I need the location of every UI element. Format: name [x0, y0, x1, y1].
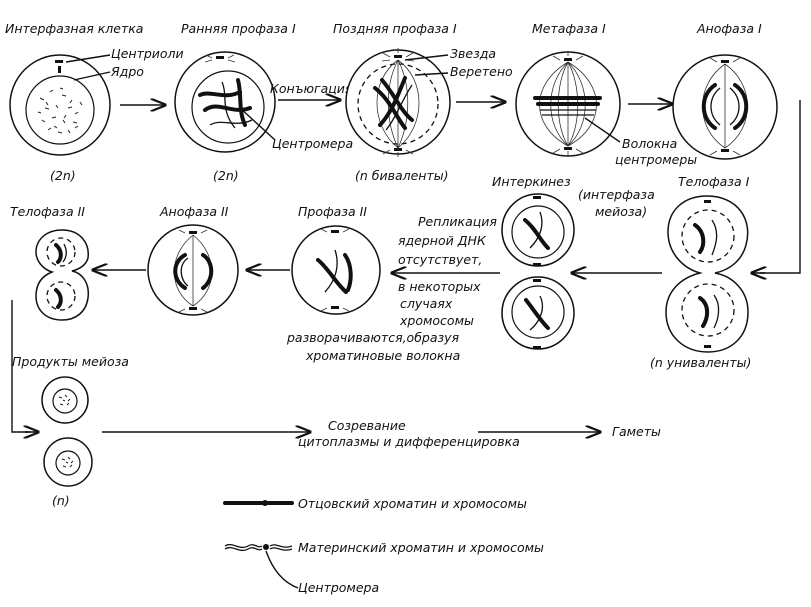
late-prophase-cell	[345, 48, 451, 157]
label-repl-6: хромосомы	[399, 313, 474, 328]
label-repl-4: в некоторых	[398, 279, 481, 294]
label-anaphase1: Анофаза I	[696, 21, 762, 36]
centriole-star	[204, 54, 236, 63]
label-interphase-cell: Интерфазная клетка	[5, 21, 143, 36]
label-ploidy-2n-b: (2n)	[213, 168, 239, 183]
label-repl-1: Репликация	[418, 214, 497, 229]
label-gametes: Гаметы	[612, 424, 661, 439]
label-repl-5: случаях	[400, 296, 453, 311]
legend-paternal: Отцовский хроматин и хромосомы	[223, 496, 527, 511]
label-telophase1: Телофаза I	[678, 174, 750, 189]
prophase2-cell	[291, 225, 381, 315]
telophase2-cell	[35, 229, 90, 321]
label-telophase2: Телофаза II	[10, 204, 85, 219]
label-bivalents: (n биваленты)	[355, 168, 449, 183]
label-repl-2: ядерной ДНК	[398, 233, 487, 248]
legend-maternal: Материнский хроматин и хромосомы	[224, 540, 544, 555]
label-interkinesis-2: (интерфаза	[578, 187, 655, 202]
label-interkinesis-1: Интеркинез	[492, 174, 571, 189]
metaphase-cell	[515, 51, 621, 157]
label-univalents: (n униваленты)	[650, 355, 751, 370]
legend-centromere-label: Центромера	[298, 580, 379, 595]
pole-top	[552, 51, 584, 61]
legend-centromere: Центромера	[265, 550, 379, 595]
interkinesis-cell	[501, 193, 575, 350]
label-nucleus: Ядро	[110, 64, 144, 79]
label-repl-7: разворачиваются,образуя	[286, 330, 460, 345]
centriole-pair	[55, 60, 63, 73]
connector-anaphase-telophase	[760, 100, 801, 274]
label-centromere-fibers-1: Волокна	[622, 136, 677, 151]
label-interkinesis-3: мейоза)	[595, 204, 647, 219]
label-ploidy-n: (n)	[52, 493, 70, 508]
label-ploidy-2n-a: (2n)	[50, 168, 76, 183]
label-early-prophase: Ранняя профаза I	[181, 21, 296, 36]
anaphase2-cell	[147, 224, 239, 316]
label-maturation-2: цитоплазмы и дифференцировка	[298, 434, 520, 449]
label-maturation-1: Созревание	[328, 418, 406, 433]
interphase-cell	[9, 54, 111, 156]
label-products: Продукты мейоза	[12, 354, 129, 369]
label-star: Звезда	[450, 46, 496, 61]
star-bottom	[382, 148, 414, 157]
pole-bottom	[709, 149, 741, 156]
label-spindle: Веретено	[450, 64, 513, 79]
label-repl-3: отсутствует,	[398, 252, 482, 267]
legend-paternal-label: Отцовский хроматин и хромосомы	[298, 496, 527, 511]
early-prophase-cell	[174, 51, 276, 153]
label-centrioles: Центриоли	[111, 46, 184, 61]
anaphase1-cell	[672, 54, 778, 160]
product-cell-2	[43, 437, 93, 487]
legend-maternal-label: Материнский хроматин и хромосомы	[298, 540, 544, 555]
pole-bottom	[552, 147, 584, 156]
star-top	[381, 48, 415, 62]
label-prophase2: Профаза II	[298, 204, 367, 219]
label-repl-8: хроматиновые волокна	[305, 348, 460, 363]
chromatin-texture	[37, 87, 83, 134]
product-cell-1	[41, 376, 89, 424]
label-conjugation: Конъюгация	[270, 81, 353, 96]
label-late-prophase: Поздняя профаза I	[333, 21, 457, 36]
telophase1-cell	[665, 195, 749, 353]
label-centromere-1: Центромера	[272, 136, 353, 151]
pole-top	[709, 57, 741, 63]
label-metaphase: Метафаза I	[532, 21, 606, 36]
label-centromere-fibers-2: центромеры	[615, 152, 697, 167]
label-anaphase2: Анофаза II	[159, 204, 229, 219]
